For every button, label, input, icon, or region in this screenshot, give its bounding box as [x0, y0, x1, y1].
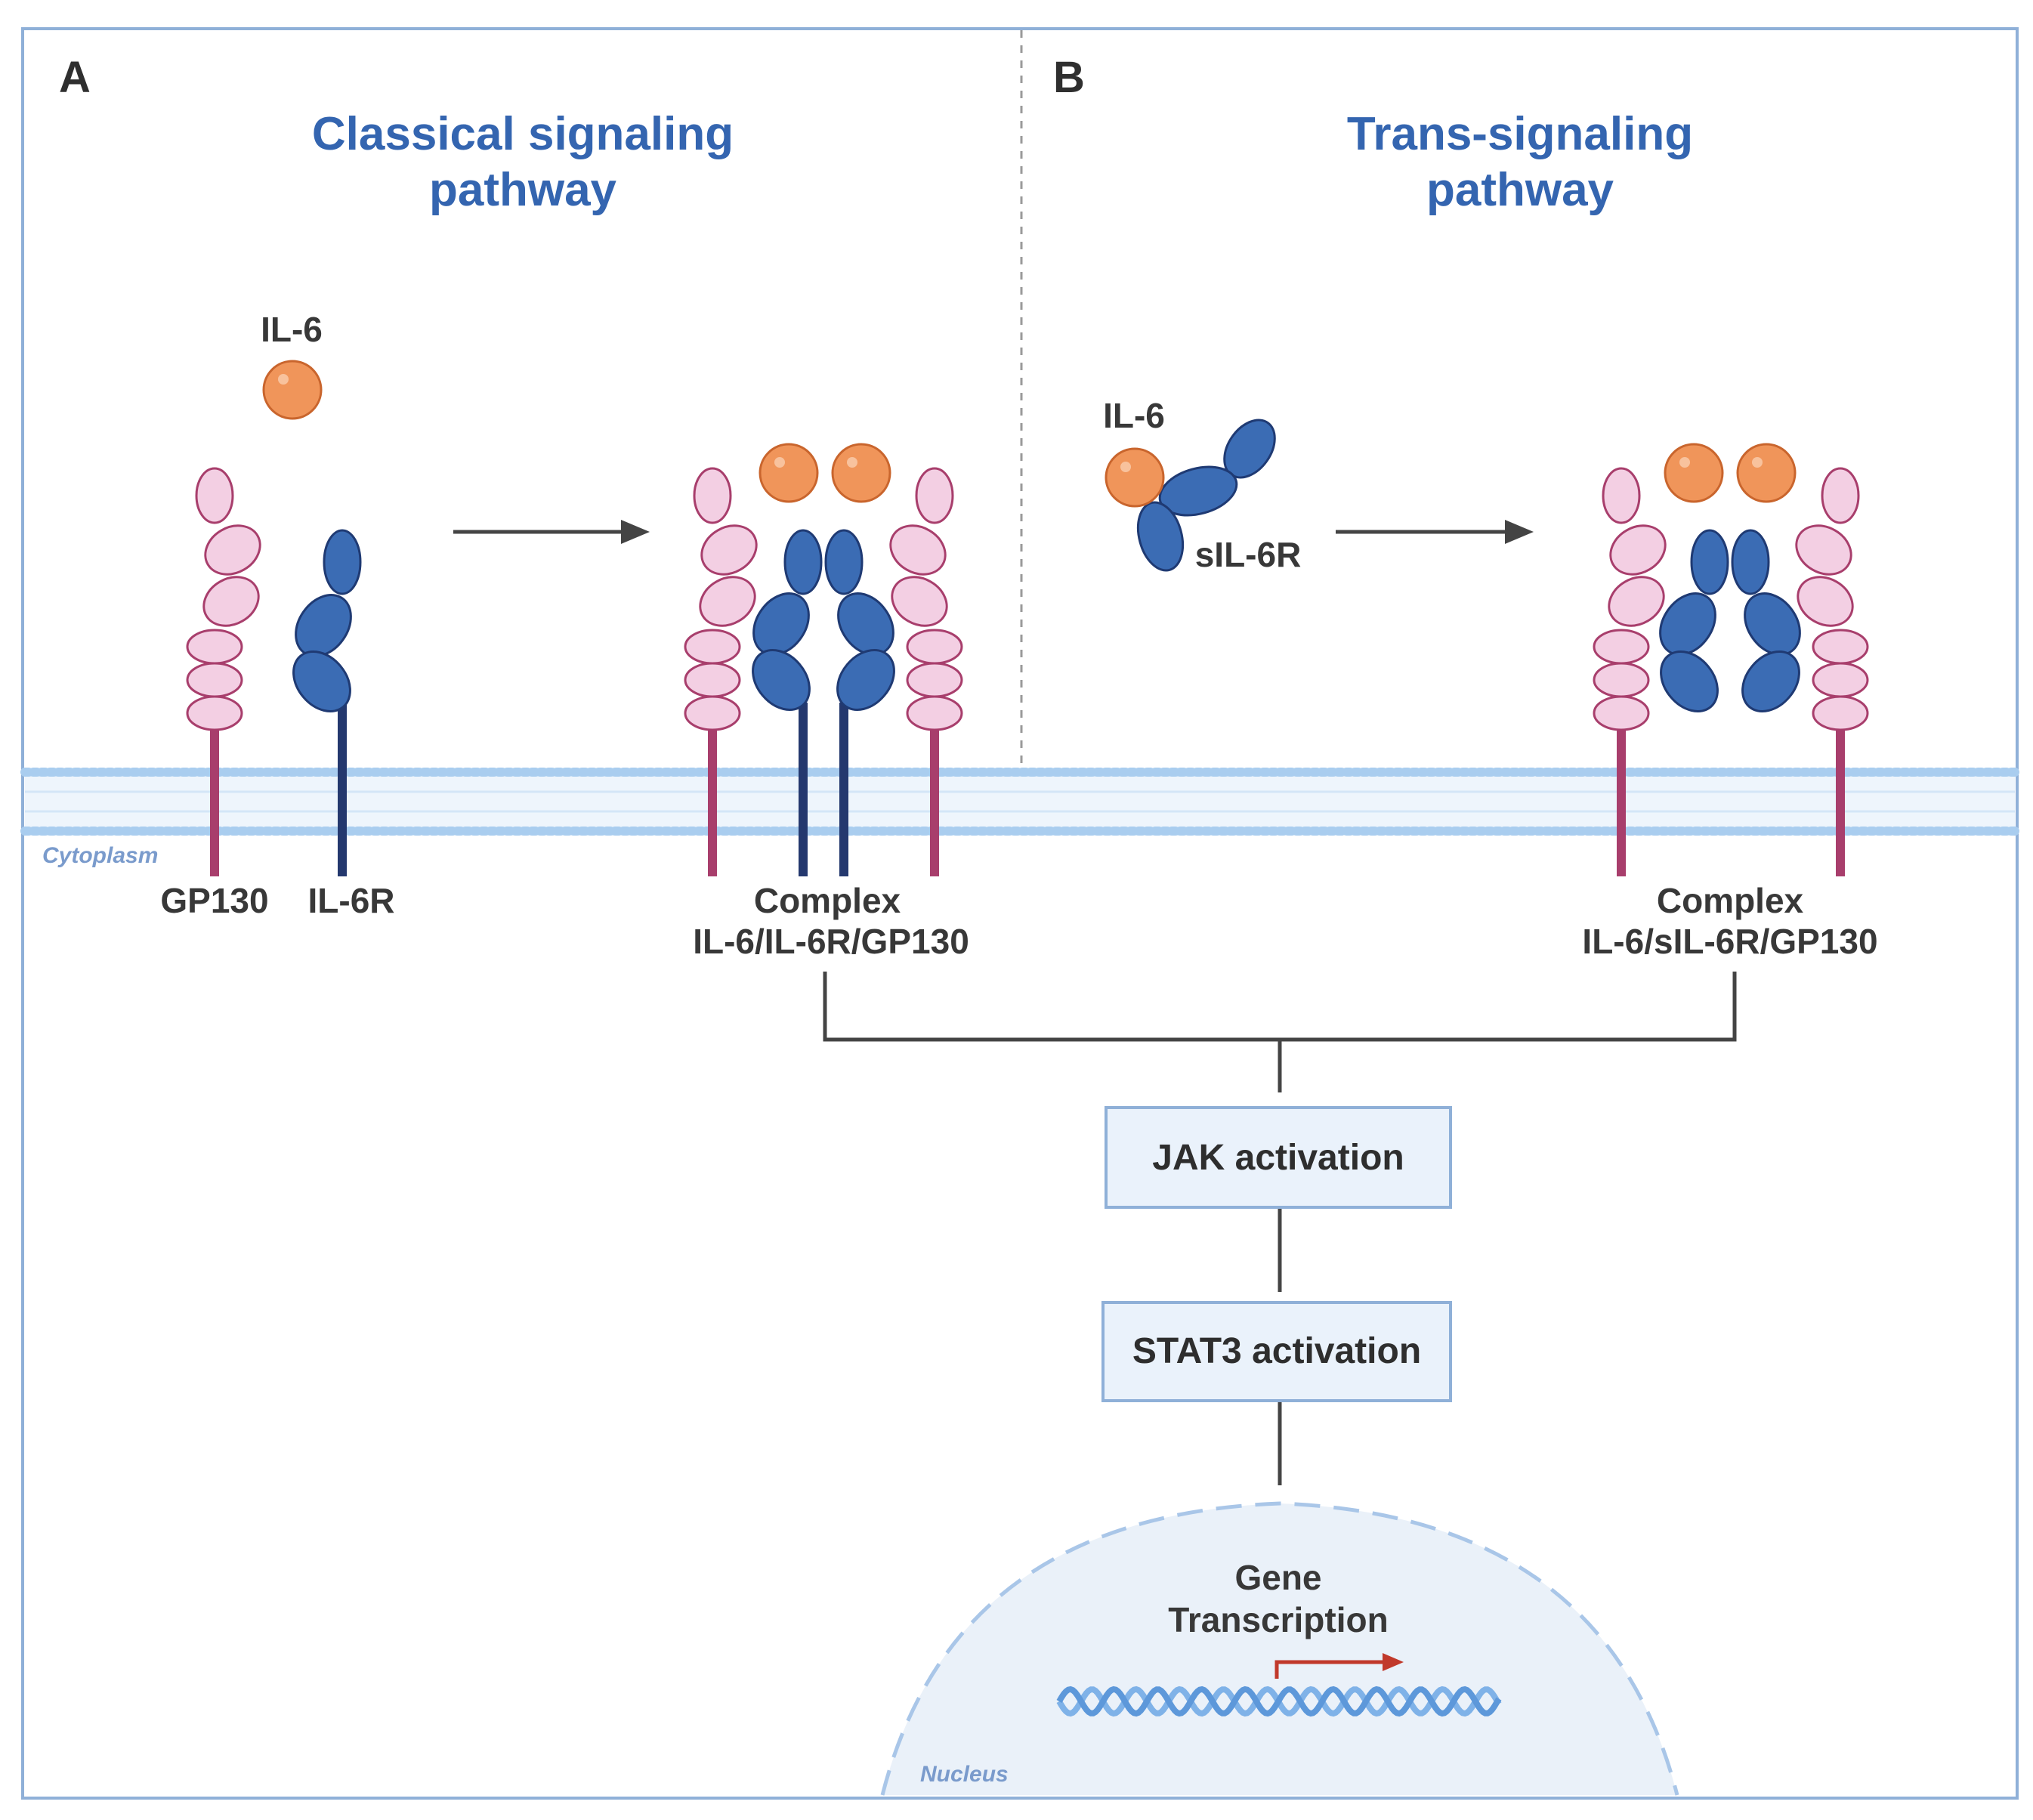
complex-b-label-line2: IL-6/sIL-6R/GP130 — [1582, 922, 1877, 961]
transcription-start-arrow — [1274, 1653, 1404, 1679]
jak-activation-box: JAK activation — [1105, 1106, 1452, 1209]
panel-b-title-line1: Trans-signaling — [1347, 108, 1693, 160]
complex-b-label-line1: Complex — [1657, 881, 1804, 920]
complex-b — [1593, 443, 1869, 876]
jak-activation-label: JAK activation — [1152, 1138, 1404, 1178]
cell-membrane — [20, 768, 2019, 836]
nucleus — [880, 1501, 1679, 1796]
panel-b-arrow — [1336, 520, 1534, 544]
stat3-activation-label: STAT3 activation — [1132, 1331, 1421, 1371]
il6-molecule — [262, 360, 323, 420]
panel-b-letter: B — [1053, 53, 1085, 102]
il6r-receptor — [292, 529, 362, 876]
complex-a-label-line2: IL-6/IL-6R/GP130 — [693, 922, 969, 961]
gp130-receptor — [186, 467, 261, 876]
panel-a-title-line1: Classical signaling — [312, 108, 734, 160]
stat3-activation-box: STAT3 activation — [1101, 1301, 1452, 1402]
il6r-label: IL-6R — [308, 881, 395, 920]
panel-a-letter: A — [59, 53, 91, 102]
gene-transcription-line1: Gene — [1234, 1558, 1321, 1597]
sil6r-with-il6 — [1105, 419, 1276, 572]
nucleus-label: Nucleus — [920, 1762, 1009, 1787]
dna-helix — [1056, 1686, 1502, 1717]
panel-a-title-line2: pathway — [429, 164, 617, 216]
panel-a-arrow — [453, 520, 650, 544]
panel-b-il6-label: IL-6 — [1103, 396, 1165, 435]
panel-a-il6-label: IL-6 — [261, 310, 323, 349]
gp130-label: GP130 — [160, 881, 268, 920]
complex-a-label-line1: Complex — [754, 881, 901, 920]
panel-b-title-line2: pathway — [1426, 164, 1614, 216]
figure-frame — [21, 27, 2019, 1800]
cytoplasm-label: Cytoplasm — [42, 843, 158, 868]
cascade-connector — [823, 972, 1737, 1485]
dna-strand — [1056, 1686, 1502, 1717]
complex-a — [684, 443, 963, 876]
gene-transcription-line2: Transcription — [1168, 1600, 1388, 1639]
sil6r-label: sIL-6R — [1195, 535, 1302, 574]
